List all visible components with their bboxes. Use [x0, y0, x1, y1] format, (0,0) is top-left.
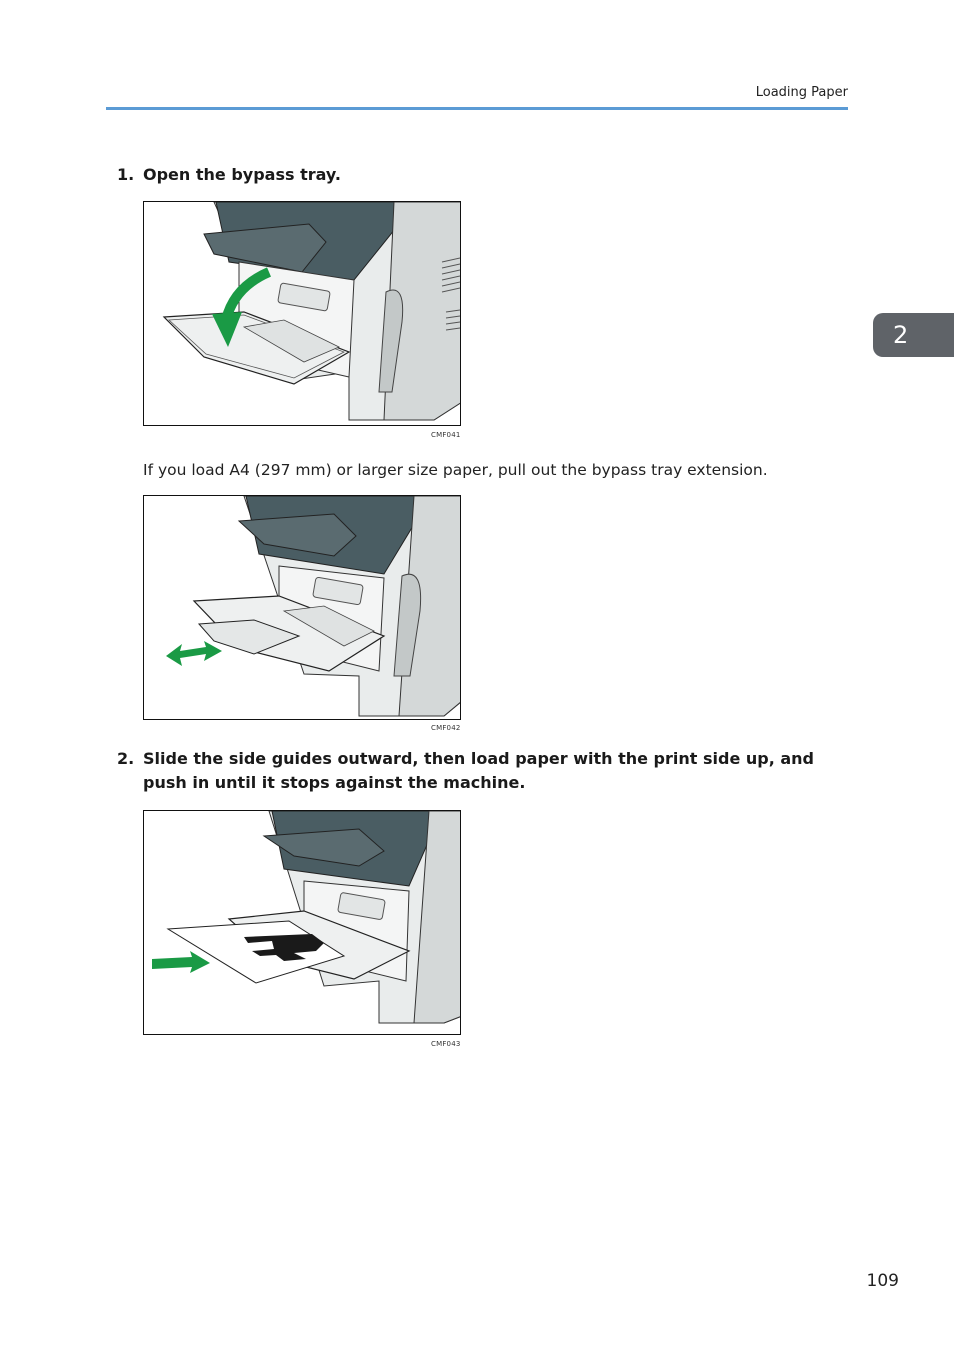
figure-code: CMF042 [431, 724, 461, 732]
chapter-number: 2 [893, 321, 909, 349]
figure-load-paper [143, 810, 461, 1035]
figure-code: CMF041 [431, 431, 461, 439]
step-1: 1. Open the bypass tray. [117, 163, 837, 187]
figure-pull-extension [143, 495, 461, 720]
page-number: 109 [866, 1271, 899, 1291]
header-rule [106, 107, 848, 110]
printer-illustration-1 [162, 202, 460, 421]
running-header: Loading Paper [755, 85, 848, 100]
step-text: Open the bypass tray. [143, 165, 341, 184]
chapter-tab[interactable]: 2 [873, 313, 954, 357]
printer-illustration-2 [166, 496, 460, 717]
step-number: 2. [117, 749, 135, 768]
step-number: 1. [117, 165, 135, 184]
note-text: If you load A4 (297 mm) or larger size p… [143, 461, 768, 479]
figure-open-bypass-tray [143, 201, 461, 426]
step-text: Slide the side guides outward, then load… [143, 749, 814, 792]
printer-illustration-3 [152, 811, 460, 1024]
figure-code: CMF043 [431, 1040, 461, 1048]
step-2: 2. Slide the side guides outward, then l… [117, 747, 837, 795]
